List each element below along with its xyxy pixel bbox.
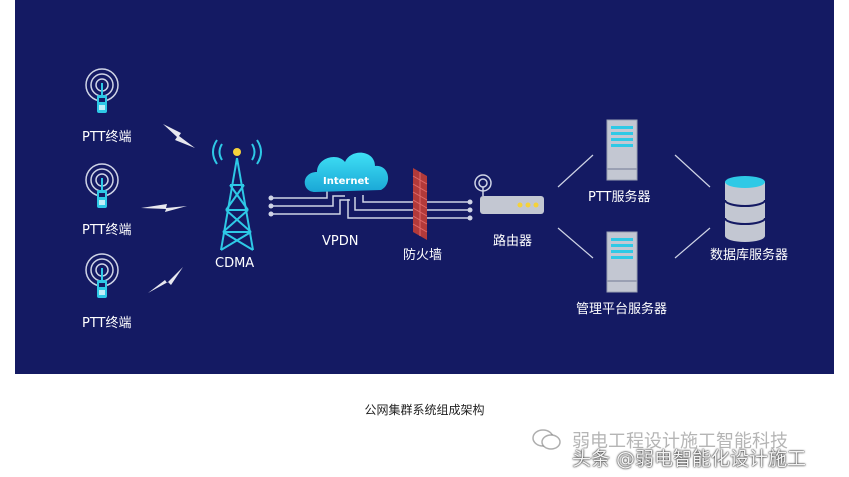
- walkie-talkie-icon: [85, 163, 119, 209]
- cloud-text: Internet: [323, 176, 369, 187]
- wireless-signal-icon: [141, 124, 195, 293]
- firewall-icon: [412, 168, 428, 240]
- firewall-label: 防火墙: [403, 248, 443, 263]
- watermark-line-1: 弱电工程设计施工智能科技: [572, 431, 788, 452]
- cloud-icon: Internet: [304, 152, 389, 192]
- architecture-diagram: Internet: [85, 68, 766, 299]
- watermark-line-2: 头条 @弱电智能化设计施工: [572, 448, 807, 470]
- db-server-label: 数据库服务器: [710, 248, 789, 263]
- router-icon: [474, 174, 544, 214]
- terminal-3: [85, 253, 119, 299]
- network-links: [271, 189, 470, 219]
- terminal-2: [85, 163, 119, 209]
- tower-label: CDMA: [215, 256, 255, 271]
- database-icon: [724, 176, 766, 242]
- cell-tower-icon: [212, 139, 262, 251]
- terminal-3-label: PTT终端: [82, 316, 132, 331]
- figure-caption: 公网集群系统组成架构: [364, 403, 485, 417]
- server-icon: [606, 119, 638, 181]
- server-icon: [606, 231, 638, 293]
- ptt-server-label: PTT服务器: [588, 190, 651, 205]
- terminal-1: [85, 68, 119, 114]
- server-links: [557, 154, 711, 259]
- terminal-1-label: PTT终端: [82, 130, 132, 145]
- terminal-2-label: PTT终端: [82, 223, 132, 238]
- link-endpoints: [268, 195, 473, 221]
- router-label: 路由器: [493, 234, 533, 249]
- walkie-talkie-icon: [85, 253, 119, 299]
- mgmt-server-label: 管理平台服务器: [576, 302, 668, 317]
- diagram-canvas: Internet: [15, 0, 834, 374]
- walkie-talkie-icon: [85, 68, 119, 114]
- wechat-icon: [532, 429, 561, 450]
- cloud-label: VPDN: [322, 234, 359, 249]
